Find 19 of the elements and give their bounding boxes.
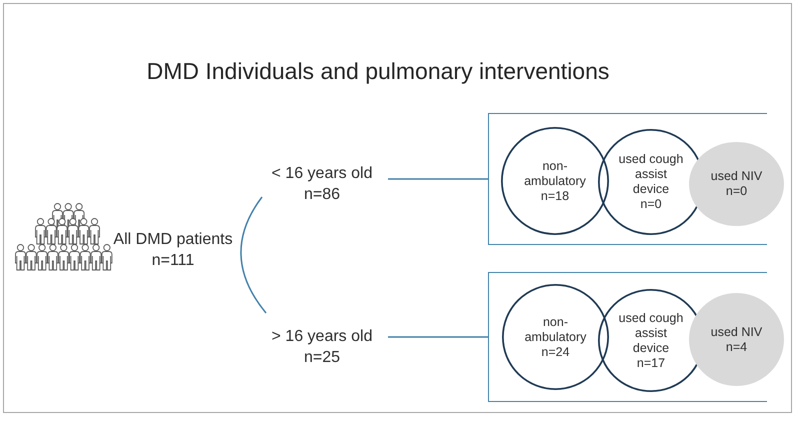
- count-label: n=111: [152, 251, 194, 271]
- count-label: n=17: [636, 356, 666, 370]
- connector-line: [388, 178, 488, 180]
- venn-circle: [501, 127, 609, 235]
- title: DMD Individuals and pulmonary interventions: [146, 57, 610, 85]
- count-label: n=86: [304, 185, 340, 205]
- group-label: < 16 years old: [272, 164, 372, 184]
- category-label: used NIV: [710, 169, 762, 184]
- count-label: n=25: [304, 348, 340, 368]
- count-label: n=0: [640, 197, 662, 212]
- category-label: used NIV: [710, 324, 762, 340]
- group-label: > 16 years old: [272, 327, 372, 347]
- count-label: n=24: [541, 344, 570, 360]
- venn-circle: [502, 284, 609, 390]
- count-label: n=0: [726, 184, 748, 199]
- count-label: n=4: [726, 340, 748, 354]
- count-label: n=18: [540, 188, 570, 204]
- group-label: All DMD patients: [113, 230, 233, 250]
- connector-line: [388, 336, 488, 338]
